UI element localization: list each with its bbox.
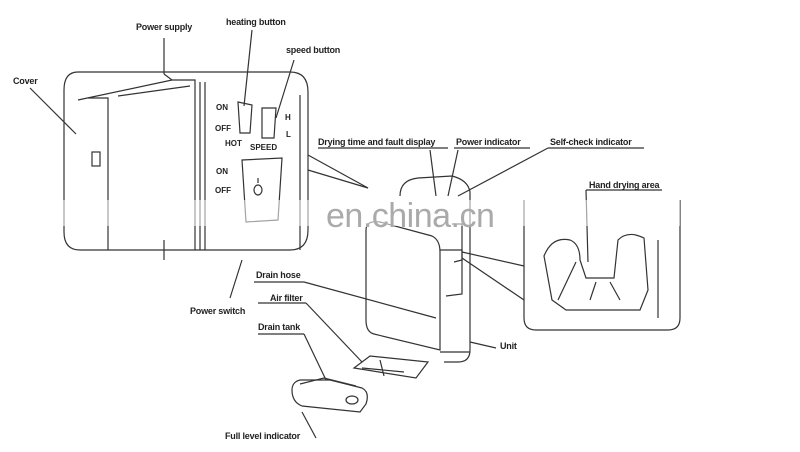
label-drying-time-display: Drying time and fault display bbox=[318, 137, 436, 147]
power-on-text: ON bbox=[216, 167, 228, 176]
label-unit: Unit bbox=[500, 341, 517, 351]
power-off-text: OFF bbox=[215, 186, 231, 195]
speed-text: SPEED bbox=[250, 143, 278, 152]
heat-on-text: ON bbox=[216, 103, 228, 112]
speed-high-text: H bbox=[285, 113, 291, 122]
watermark-band bbox=[60, 200, 680, 226]
label-power-indicator: Power indicator bbox=[456, 137, 521, 147]
label-full-level-indicator: Full level indicator bbox=[225, 431, 301, 441]
leader-lines-right bbox=[254, 147, 644, 439]
label-cover: Cover bbox=[13, 76, 38, 86]
filter-tank-drawing bbox=[291, 355, 430, 413]
label-drain-tank: Drain tank bbox=[258, 322, 301, 332]
label-self-check-indicator: Self-check indicator bbox=[550, 137, 632, 147]
leader-lines-left bbox=[29, 29, 369, 299]
label-power-supply: Power supply bbox=[136, 22, 193, 32]
watermark-text: en.china.cn bbox=[326, 197, 495, 235]
hot-text: HOT bbox=[225, 139, 242, 148]
label-heating-button: heating button bbox=[226, 17, 286, 27]
label-power-switch: Power switch bbox=[190, 306, 246, 316]
label-drain-hose: Drain hose bbox=[256, 270, 301, 280]
speed-low-text: L bbox=[286, 130, 291, 139]
label-hand-drying-area: Hand drying area bbox=[589, 180, 660, 190]
label-speed-button: speed button bbox=[286, 45, 341, 55]
label-air-filter: Air filter bbox=[270, 293, 303, 303]
heat-off-text: OFF bbox=[215, 124, 231, 133]
